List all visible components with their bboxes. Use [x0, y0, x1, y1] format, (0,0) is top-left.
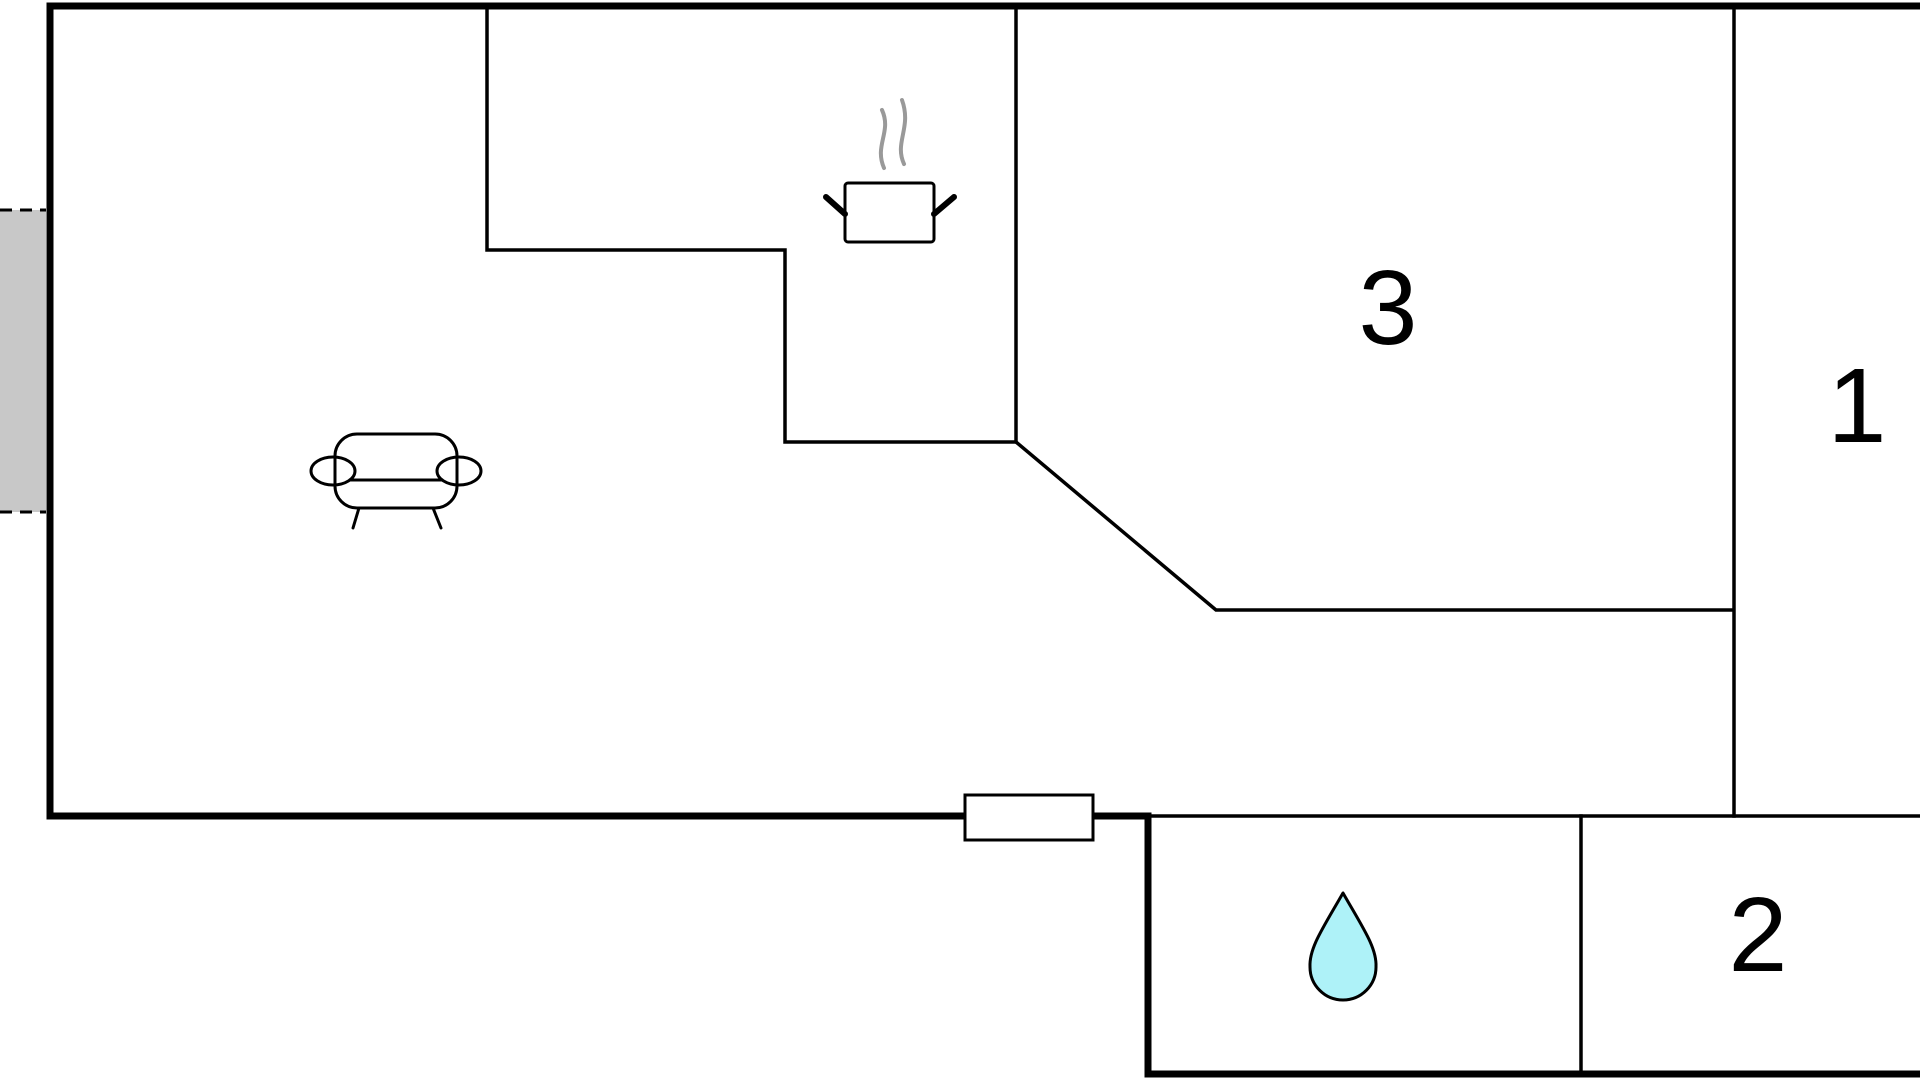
entrance-door [963, 793, 1095, 842]
outer-wall-main [46, 2, 1920, 1078]
cooking-pot-icon [823, 98, 957, 244]
bedroom-3-wall [1013, 439, 1735, 612]
room-label-3: 3 [1359, 249, 1418, 367]
terrace-area [0, 210, 46, 512]
room-label-2: 2 [1729, 876, 1788, 994]
sofa-icon [309, 432, 483, 530]
kitchen-wall [485, 6, 1018, 444]
terrace [0, 208, 46, 514]
room-label-1: 1 [1828, 347, 1887, 465]
water-drop-icon [1308, 891, 1378, 1002]
interior-walls [485, 6, 1920, 1074]
outer-walls [46, 2, 1920, 1078]
